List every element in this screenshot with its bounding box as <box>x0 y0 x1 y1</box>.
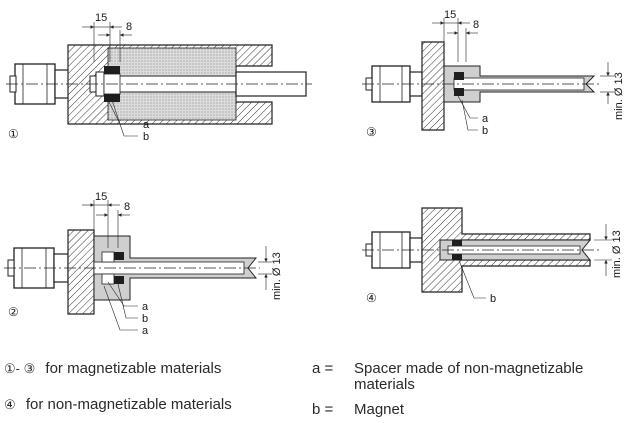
fig2-dim-vertical: min. Ø 13 <box>271 252 283 300</box>
fig2-dim-8: 8 <box>124 201 130 213</box>
fig4-callout-b: b <box>490 293 496 305</box>
fig1-dim-15: 15 <box>95 12 107 24</box>
key-b-symbol: b = <box>312 401 334 418</box>
key-a: a = Spacer made of non-magnetizable <box>312 360 630 377</box>
legend-line-2-text: for non-magnetizable materials <box>25 396 232 413</box>
key-a-symbol: a = <box>312 360 334 377</box>
figure-4-marker: ④ <box>366 291 377 305</box>
fig3-dim-8: 8 <box>473 19 479 31</box>
figure-3-marker: ③ <box>366 125 377 139</box>
fig1-callout-b: b <box>143 131 149 143</box>
figure-4: min. Ø 13 b ④ <box>362 207 623 305</box>
fig3-dim-vertical: min. Ø 13 <box>613 72 625 120</box>
key-a-cont: materials <box>354 376 415 393</box>
fig3-callout-a: a <box>482 113 489 125</box>
legend-line-1-text: for magnetizable materials <box>45 360 222 377</box>
key-b-text: Magnet <box>354 401 405 418</box>
fig1-dim-8: 8 <box>126 21 132 33</box>
fig3-callout-b: b <box>482 125 488 137</box>
figure-1: 15 8 a b ① <box>6 12 312 143</box>
legend-line-1-marker: ①- ③ <box>4 361 36 376</box>
fig3-dim-15: 15 <box>444 9 456 21</box>
legend-line-1: ①- ③ for magnetizable materials <box>4 360 221 377</box>
key-b: b = Magnet <box>312 401 404 418</box>
figure-2: 15 8 min. Ø 13 a b a ② <box>4 191 283 337</box>
fig2-callout-a-1: a <box>142 301 149 313</box>
fig4-dim-vertical: min. Ø 13 <box>611 230 623 278</box>
figure-3: 15 8 min. Ø 13 a b ③ <box>362 9 625 139</box>
key-a-text-line1: Spacer made of non-magnetizable <box>354 360 584 377</box>
legend-line-2: ④ for non-magnetizable materials <box>4 396 232 413</box>
key-a-text-line2: materials <box>354 376 415 393</box>
fig2-callout-b: b <box>142 313 148 325</box>
fig2-callout-a-2: a <box>142 325 149 337</box>
figure-2-marker: ② <box>8 305 19 319</box>
fig1-callout-a: a <box>143 119 150 131</box>
legend-line-2-marker: ④ <box>4 397 16 412</box>
figure-1-marker: ① <box>8 127 19 141</box>
fig2-dim-15: 15 <box>95 191 107 203</box>
